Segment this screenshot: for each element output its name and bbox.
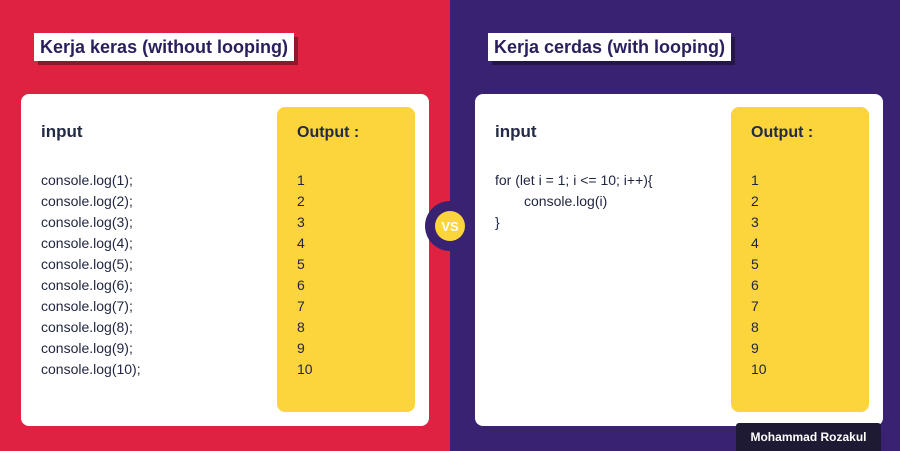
right-code-block: for (let i = 1; i <= 10; i++){ console.l… — [495, 170, 653, 233]
output-value: 3 — [297, 214, 305, 230]
code-line: } — [495, 214, 500, 230]
right-card: input for (let i = 1; i <= 10; i++){ con… — [475, 94, 883, 426]
vs-label: VS — [435, 211, 465, 241]
left-panel-tag: Kerja keras (without looping) — [34, 33, 295, 61]
code-line: console.log(i) — [524, 193, 608, 209]
code-line: console.log(1); — [41, 172, 133, 188]
code-line: console.log(4); — [41, 235, 133, 251]
author-credit: Mohammad Rozakul — [736, 423, 881, 451]
output-value: 5 — [751, 256, 759, 272]
right-output-title: Output : — [751, 124, 814, 141]
right-input-title: input — [495, 122, 537, 141]
left-card: input console.log(1); console.log(2); co… — [21, 94, 429, 426]
right-panel-tag: Kerja cerdas (with looping) — [488, 33, 732, 61]
code-line: console.log(10); — [41, 361, 141, 377]
output-value: 10 — [297, 361, 313, 377]
output-value: 6 — [751, 277, 759, 293]
left-output-title: Output : — [297, 124, 360, 141]
left-output-box: Output : 1 2 3 4 5 6 7 8 9 10 — [277, 107, 415, 412]
output-value: 7 — [297, 298, 305, 314]
output-value: 4 — [297, 235, 305, 251]
right-output-list: 1 2 3 4 5 6 7 8 9 10 — [751, 170, 767, 380]
code-line: console.log(2); — [41, 193, 133, 209]
left-code-block: console.log(1); console.log(2); console.… — [41, 170, 141, 380]
output-value: 7 — [751, 298, 759, 314]
output-value: 8 — [751, 319, 759, 335]
code-line: for (let i = 1; i <= 10; i++){ — [495, 172, 653, 188]
output-value: 8 — [297, 319, 305, 335]
code-line: console.log(5); — [41, 256, 133, 272]
code-line: console.log(8); — [41, 319, 133, 335]
output-value: 9 — [297, 340, 305, 356]
left-output-list: 1 2 3 4 5 6 7 8 9 10 — [297, 170, 313, 380]
output-value: 6 — [297, 277, 305, 293]
output-value: 3 — [751, 214, 759, 230]
output-value: 10 — [751, 361, 767, 377]
output-value: 9 — [751, 340, 759, 356]
code-line: console.log(6); — [41, 277, 133, 293]
vs-badge: VS — [425, 201, 475, 251]
code-line: console.log(9); — [41, 340, 133, 356]
output-value: 2 — [297, 193, 305, 209]
code-line: console.log(3); — [41, 214, 133, 230]
right-output-box: Output : 1 2 3 4 5 6 7 8 9 10 — [731, 107, 869, 412]
output-value: 1 — [751, 172, 759, 188]
left-input-title: input — [41, 122, 83, 141]
output-value: 4 — [751, 235, 759, 251]
output-value: 2 — [751, 193, 759, 209]
output-value: 5 — [297, 256, 305, 272]
code-line: console.log(7); — [41, 298, 133, 314]
output-value: 1 — [297, 172, 305, 188]
